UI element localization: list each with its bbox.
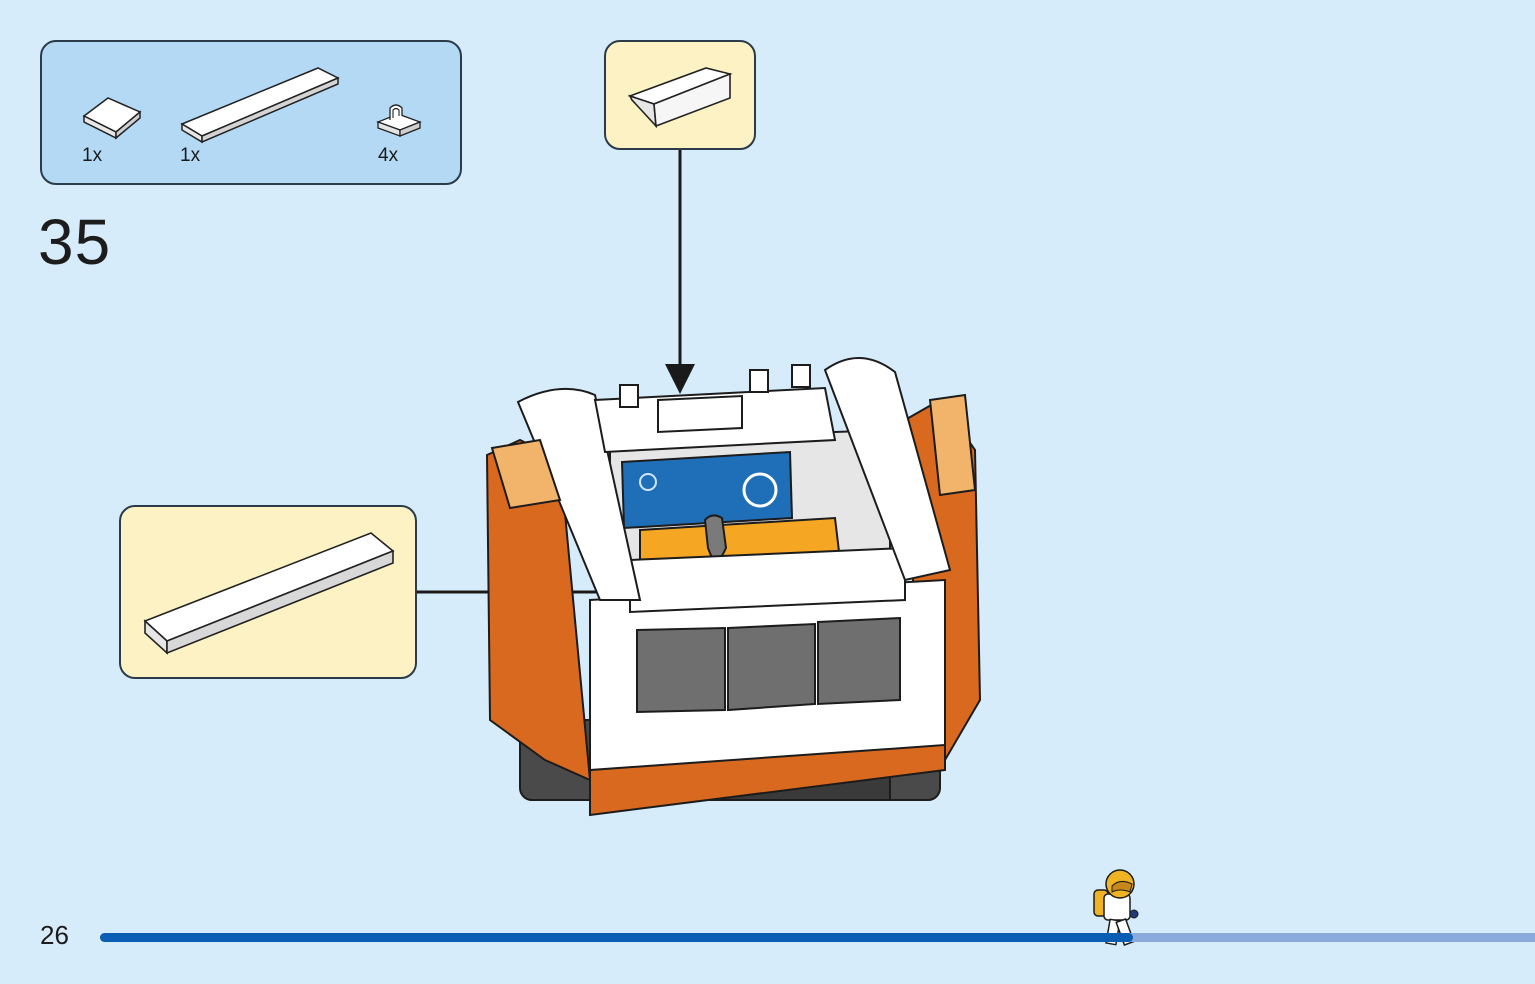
tile-part-callout: [119, 505, 417, 679]
parts-list-box: 1x 1x 4x: [40, 40, 462, 185]
progress-bar-fill: [100, 933, 1134, 942]
long-tile-icon: [178, 64, 342, 144]
part-quantity-1: 1x: [82, 145, 103, 166]
progress-bar: [100, 933, 1535, 942]
long-tile-icon: [143, 532, 395, 655]
slope-part-callout: [604, 40, 756, 150]
slope-brick-icon: [80, 86, 144, 142]
step-number: 35: [38, 206, 112, 278]
part-quantity-3: 4x: [378, 145, 399, 166]
clip-plate-icon: [376, 102, 424, 140]
part-quantity-2: 1x: [180, 145, 201, 166]
slope-brick-icon: [627, 67, 733, 129]
page-number: 26: [40, 920, 69, 950]
